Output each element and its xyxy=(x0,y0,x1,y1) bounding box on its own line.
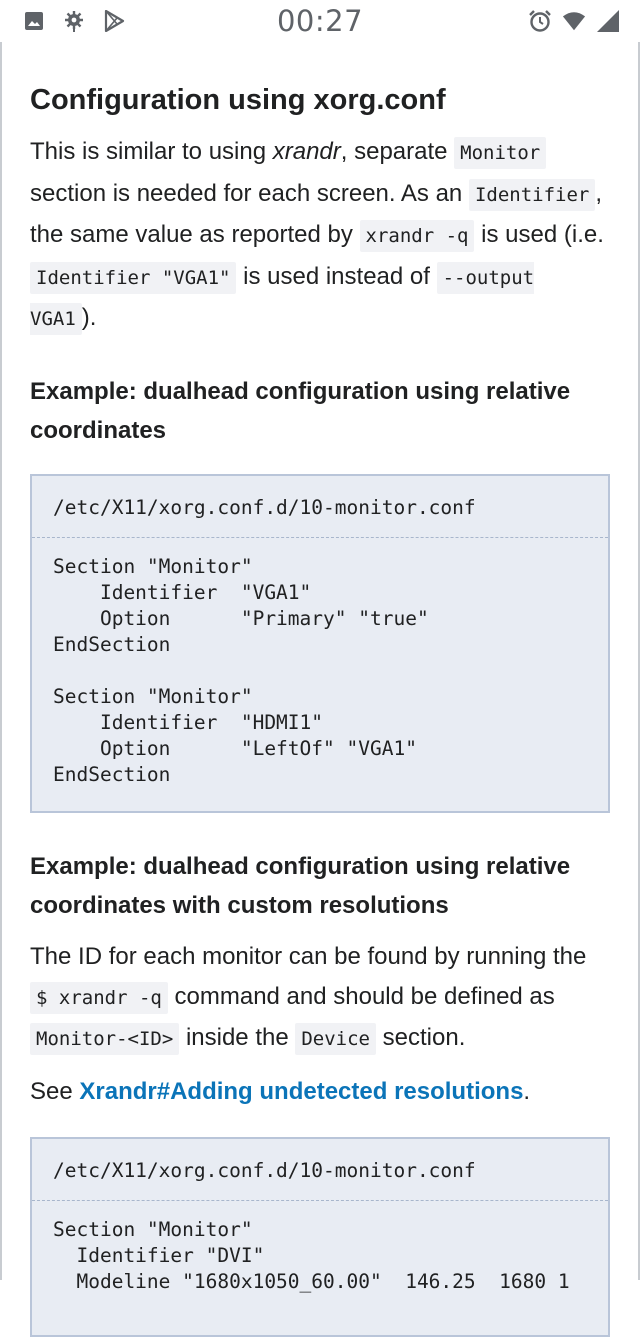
text: See xyxy=(30,1077,80,1105)
see-also-paragraph: See Xrandr#Adding undetected resolutions… xyxy=(30,1072,610,1112)
settings-cog-icon xyxy=(62,9,86,33)
alarm-icon xyxy=(528,9,552,33)
example2-code: Section "Monitor" Identifier "DVI" Model… xyxy=(53,1218,570,1294)
example2-code-block: /etc/X11/xorg.conf.d/10-monitor.conf Sec… xyxy=(30,1137,610,1337)
text: is used instead of xyxy=(236,262,437,290)
status-time: 00:27 xyxy=(276,4,364,38)
status-bar: 00:27 xyxy=(0,0,640,42)
play-store-icon xyxy=(102,9,126,33)
system-icons xyxy=(528,9,620,33)
code-device: Device xyxy=(295,1023,376,1056)
text: section. xyxy=(376,1024,466,1052)
example1-code-block: /etc/X11/xorg.conf.d/10-monitor.conf Sec… xyxy=(30,473,610,813)
example2-paragraph: The ID for each monitor can be found by … xyxy=(30,937,610,1060)
page-border-left xyxy=(0,42,2,1280)
example1-title: Example: dualhead configuration using re… xyxy=(30,377,571,444)
code-identifier-vga1: Identifier "VGA1" xyxy=(30,261,237,294)
example2-title: Example: dualhead configuration using re… xyxy=(30,852,571,919)
intro-paragraph: This is similar to using xrandr, separat… xyxy=(30,132,610,340)
section-heading: Configuration using xorg.conf xyxy=(30,84,446,116)
text: The ID for each monitor can be found by … xyxy=(30,942,587,970)
text: section is needed for each screen. As an xyxy=(30,179,469,207)
code-identifier: Identifier xyxy=(468,178,596,211)
code-xrandr-q: xrandr -q xyxy=(359,220,475,253)
wifi-icon xyxy=(562,9,586,33)
xrandr-emphasis: xrandr xyxy=(272,138,341,165)
page-border-right xyxy=(638,42,640,1280)
xrandr-adding-undetected-resolutions-link[interactable]: Xrandr#Adding undetected resolutions xyxy=(79,1077,524,1105)
article-content: Configuration using xorg.conf This is si… xyxy=(30,42,610,1337)
example1-filename: /etc/X11/xorg.conf.d/10-monitor.conf xyxy=(32,476,608,538)
image-icon xyxy=(22,9,46,33)
text: ). xyxy=(81,304,97,332)
example2-filename: /etc/X11/xorg.conf.d/10-monitor.conf xyxy=(32,1139,608,1202)
text: . xyxy=(523,1077,531,1105)
code-xrandr-q-command: $ xrandr -q xyxy=(30,981,168,1014)
signal-icon xyxy=(596,9,620,33)
example1-code: Section "Monitor" Identifier "VGA1" Opti… xyxy=(53,554,429,786)
code-monitor: Monitor xyxy=(454,137,547,169)
notification-icons xyxy=(22,9,126,33)
text: This is similar to using xyxy=(30,138,273,165)
text: , separate xyxy=(340,138,455,165)
text: is used (i.e. xyxy=(474,221,604,249)
code-monitor-id: Monitor-<ID> xyxy=(30,1023,180,1056)
text: command and should be defined as xyxy=(167,982,555,1010)
text: , the same value as reported by xyxy=(30,179,602,249)
text: inside the xyxy=(179,1024,296,1052)
